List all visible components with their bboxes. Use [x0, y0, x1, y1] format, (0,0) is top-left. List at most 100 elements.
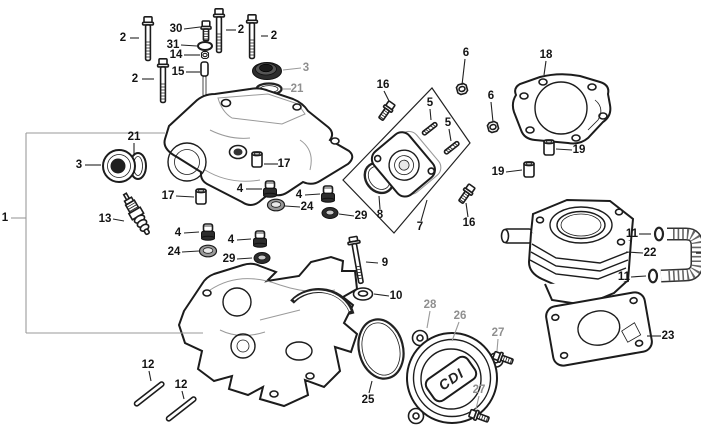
seal-part29-a [321, 207, 339, 219]
callout-label-part-4: 4 [175, 227, 182, 239]
leader-line-part-12 [181, 390, 185, 400]
callout-label-part-4: 4 [296, 189, 303, 201]
hose-clamp-part11-b [647, 268, 659, 284]
flange-bolt-part2-b [156, 57, 170, 104]
flange-bolt-part9 [347, 235, 364, 285]
leader-line-part-25 [368, 380, 373, 394]
leader-line-part-13 [112, 218, 125, 222]
dowel-pin-part17-a [251, 151, 263, 168]
callout-label-part-1: 1 [2, 212, 9, 224]
adjuster-rod-part15 [200, 61, 209, 97]
callout-label-part-2: 2 [271, 30, 277, 42]
callout-label-part-21: 21 [291, 83, 304, 95]
callout-label-part-21: 21 [128, 131, 141, 143]
base-gasket-part23 [545, 291, 653, 367]
stud-rod-part12-a [132, 380, 166, 408]
callout-label-part-17: 17 [162, 190, 175, 202]
callout-label-part-27: 27 [492, 327, 505, 339]
callout-label-part-12: 12 [142, 359, 155, 371]
callout-label-part-3: 3 [303, 62, 309, 74]
leader-line-part-22 [625, 251, 644, 254]
cylinder-part22 [500, 198, 635, 307]
nut-part6-b [486, 120, 500, 134]
leader-line-part-24 [181, 250, 200, 253]
callout-label-part-10: 10 [390, 290, 403, 302]
callout-label-part-27: 27 [473, 384, 486, 396]
oring-part25 [357, 318, 405, 380]
cylinder-head-body [177, 255, 359, 408]
callout-label-part-14: 14 [170, 49, 183, 61]
stud-part5-a [420, 121, 439, 137]
callout-label-part-5: 5 [445, 117, 452, 129]
callout-label-part-17: 17 [278, 158, 291, 170]
head-gasket-part18 [511, 73, 612, 145]
seal-part29-b [253, 252, 271, 264]
seal-part24-b [198, 244, 218, 258]
tappet-cover-part3-top [252, 62, 282, 80]
leader-line-part-27 [496, 338, 499, 352]
callout-label-part-7: 7 [417, 221, 423, 233]
cdi-cover-part26-28: CDI [406, 329, 504, 425]
callout-label-part-18: 18 [540, 49, 553, 61]
callout-label-part-13: 13 [99, 213, 112, 225]
callout-label-part-8: 8 [377, 209, 384, 221]
oring-part31 [197, 41, 213, 51]
cylinder-head-cover [163, 87, 354, 206]
nut-part14 [200, 50, 210, 60]
leader-line-part-4 [304, 193, 321, 196]
leader-line-part-3 [282, 67, 302, 71]
seal-part24-a [266, 198, 286, 212]
callout-label-part-25: 25 [362, 394, 375, 406]
leader-line-part-24 [284, 205, 301, 208]
valve-cap-part4-b [320, 185, 336, 203]
dowel-pin-part19-b [523, 161, 535, 178]
flange-bolt-part2-a [141, 15, 155, 62]
callout-label-part-22: 22 [644, 247, 657, 259]
leader-line-part-19 [555, 148, 573, 151]
leader-line-part-8 [378, 195, 381, 210]
small-bolt-part30 [200, 20, 212, 42]
stud-rod-part12-b [164, 395, 198, 423]
spark-plug-part13 [122, 192, 150, 236]
intake-manifold-part7 [370, 130, 442, 198]
callout-label-part-24: 24 [301, 201, 314, 213]
callout-label-part-19: 19 [492, 166, 505, 178]
leader-line-part-4 [183, 231, 200, 234]
callout-label-part-6: 6 [463, 47, 469, 59]
callout-label-part-29: 29 [223, 253, 236, 265]
leader-line-part-7 [420, 199, 428, 222]
leader-line-part-29 [236, 257, 253, 260]
dowel-pin-part17-b [195, 188, 207, 205]
leader-line-part-29 [338, 213, 355, 217]
leader-line-part-19 [505, 169, 523, 173]
bolt-part16-a [375, 99, 397, 123]
valve-cap-part4-c [200, 223, 216, 241]
leader-line-part-18 [543, 60, 547, 76]
callout-label-part-2: 2 [120, 32, 126, 44]
leader-line-part-16 [383, 90, 390, 102]
callout-label-part-2: 2 [132, 73, 138, 85]
stud-part5-b [442, 140, 461, 156]
leader-line-part-10 [373, 293, 390, 297]
callout-label-part-16: 16 [463, 217, 476, 229]
leader-line-part-28 [426, 310, 431, 329]
callout-label-part-9: 9 [382, 257, 388, 269]
callout-label-part-28: 28 [424, 299, 437, 311]
grouping-box-manifold [342, 87, 471, 234]
callout-label-part-31: 31 [167, 39, 180, 51]
leader-line-part-30 [183, 26, 201, 30]
valve-cap-part4-a [262, 180, 278, 198]
callout-label-part-15: 15 [172, 66, 185, 78]
bolt-part16-b [455, 182, 477, 206]
callout-label-part-23: 23 [662, 330, 675, 342]
leader-line-part-17 [175, 195, 195, 198]
leader-line-part-5 [429, 108, 432, 121]
leader-line-part-6 [490, 101, 494, 123]
leader-line-part-27 [475, 395, 480, 410]
dowel-pin-part19-a [543, 139, 555, 156]
flange-bolt-part2-d [245, 14, 259, 60]
valve-cap-part4-d [252, 230, 268, 248]
